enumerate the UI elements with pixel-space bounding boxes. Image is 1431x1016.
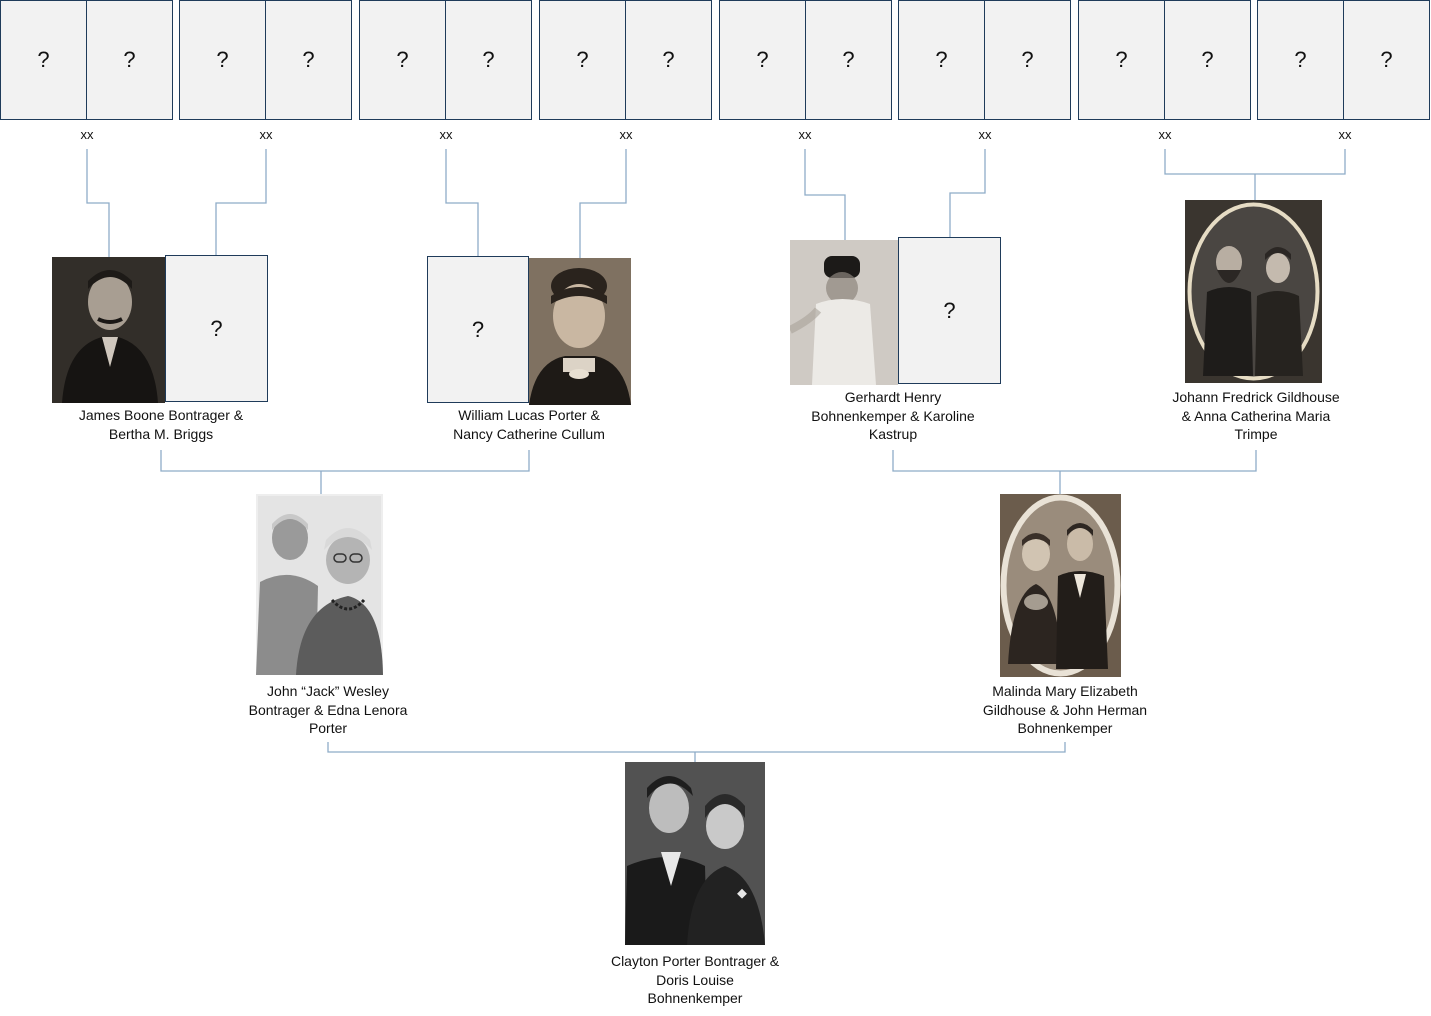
unknown-person-slot: ? <box>935 47 948 72</box>
caption-line: Bertha M. Briggs <box>108 425 214 442</box>
ggg-pair-box-2: ? ? <box>179 0 352 120</box>
caption-line: Trimpe <box>1234 426 1278 442</box>
portrait-photo-gerhardt-henry-bohnenkemper <box>790 240 898 385</box>
unknown-person-slot: ? <box>445 1 531 119</box>
caption-line: Porter <box>308 720 348 736</box>
unknown-person-slot: ? <box>1343 1 1429 119</box>
marriage-marker: xx <box>80 127 94 142</box>
unknown-person-slot: ? <box>625 1 711 119</box>
caption-line: Doris Louise <box>656 971 734 988</box>
marriage-marker: xx <box>978 127 992 142</box>
caption-line: Malinda Mary Elizabeth <box>992 683 1138 699</box>
unknown-person-slot: ? <box>576 47 589 72</box>
caption-line: Gildhouse & John Herman <box>982 701 1148 718</box>
portrait-photo-malinda-gildhouse-john-herman-bohnenkemper <box>1000 494 1121 677</box>
unknown-person-slot: ? <box>86 1 172 119</box>
caption-line: John “Jack” Wesley <box>267 683 389 699</box>
unknown-person-slot: ? <box>216 47 229 72</box>
ggg-pair-box-8: ? ? <box>1257 0 1430 120</box>
caption-line: James Boone Bontrager & <box>78 407 244 423</box>
ggg-pair-box-3: ? ? <box>359 0 532 120</box>
portrait-photo-john-jack-wesley-bontrager-edna-porter <box>256 494 383 675</box>
unknown-person-slot: ? <box>265 1 351 119</box>
caption-line: Kastrup <box>868 426 918 442</box>
portrait-photo-nancy-catherine-cullum <box>529 258 631 405</box>
portrait-photo-clayton-porter-bontrager-doris-bohnenkemper <box>625 762 765 945</box>
unknown-person-slot: ? <box>984 1 1070 119</box>
couple-caption: William Lucas Porter & Nancy Catherine C… <box>409 406 649 443</box>
couple-caption: Gerhardt Henry Bohnenkemper & Karoline K… <box>778 388 1008 444</box>
marriage-marker: xx <box>619 127 633 142</box>
marriage-marker: xx <box>1158 127 1172 142</box>
caption-line: Bohnenkemper <box>1017 720 1113 736</box>
caption-line: Bontrager & Edna Lenora <box>248 701 408 718</box>
unknown-person-slot: ? <box>805 1 891 119</box>
caption-line: Johann Fredrick Gildhouse <box>1172 389 1340 405</box>
couple-caption: John “Jack” Wesley Bontrager & Edna Leno… <box>213 682 443 738</box>
ggg-pair-box-5: ? ? <box>719 0 892 120</box>
unknown-person-slot: ? <box>396 47 409 72</box>
marriage-marker: xx <box>259 127 273 142</box>
unknown-person-slot: ? <box>756 47 769 72</box>
unknown-person-slot: ? <box>1115 47 1128 72</box>
portrait-photo-james-boone-bontrager <box>52 257 165 403</box>
couple-caption: Clayton Porter Bontrager & Doris Louise … <box>580 952 810 1008</box>
ggg-pair-box-6: ? ? <box>898 0 1071 120</box>
ggg-pair-box-1: ? ? <box>0 0 173 120</box>
couple-caption: James Boone Bontrager & Bertha M. Briggs <box>40 406 282 443</box>
couple-caption: Johann Fredrick Gildhouse & Anna Catheri… <box>1141 388 1371 444</box>
caption-line: & Anna Catherina Maria <box>1181 407 1331 424</box>
ggg-pair-box-4: ? ? <box>539 0 712 120</box>
caption-line: Nancy Catherine Cullum <box>453 425 605 442</box>
caption-line: Gerhardt Henry <box>844 389 942 405</box>
unknown-portrait-placeholder: ? <box>898 237 1001 384</box>
caption-line: Bohnenkemper & Karoline <box>811 407 975 424</box>
caption-line: William Lucas Porter & <box>458 407 600 423</box>
unknown-person-slot: ? <box>37 47 50 72</box>
unknown-portrait-placeholder: ? <box>165 255 268 402</box>
couple-caption: Malinda Mary Elizabeth Gildhouse & John … <box>950 682 1180 738</box>
caption-line: Clayton Porter Bontrager & <box>610 953 780 969</box>
marriage-marker: xx <box>798 127 812 142</box>
unknown-person-slot: ? <box>1294 47 1307 72</box>
portrait-photo-gildhouse-trimpe <box>1185 200 1322 383</box>
unknown-portrait-placeholder: ? <box>427 256 529 403</box>
marriage-marker: xx <box>439 127 453 142</box>
unknown-person-slot: ? <box>1164 1 1250 119</box>
marriage-marker: xx <box>1338 127 1352 142</box>
ggg-pair-box-7: ? ? <box>1078 0 1251 120</box>
caption-line: Bohnenkemper <box>647 990 743 1006</box>
